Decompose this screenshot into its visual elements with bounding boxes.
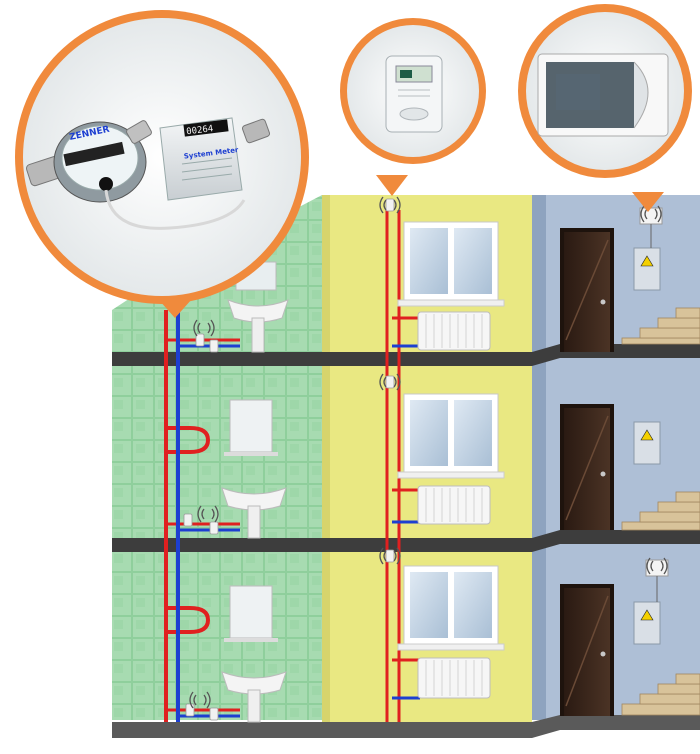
high-voltage-warning-icon [640, 255, 654, 267]
window-floor-1 [397, 221, 505, 307]
mirror [229, 399, 273, 453]
callout-heat-controller [340, 18, 486, 196]
radiator-floor-1 [417, 311, 491, 351]
sink [221, 487, 287, 511]
high-voltage-warning-icon [640, 609, 654, 621]
mirror [229, 585, 273, 639]
door-floor-2 [560, 404, 614, 530]
electrical-panel-floor-3 [633, 557, 669, 645]
window-floor-2 [397, 393, 505, 479]
sink [227, 299, 289, 323]
floor-slab-2 [112, 530, 700, 552]
callout-data-concentrator [518, 4, 692, 212]
bathroom-floor-3 [221, 585, 287, 723]
module-counter: 00264 [186, 124, 214, 137]
floor-slab-1 [112, 344, 700, 366]
floor-slab-3 [112, 715, 700, 738]
door-floor-3 [560, 584, 614, 716]
radiator-floor-2 [417, 485, 491, 525]
data-concentrator-box [537, 53, 669, 137]
high-voltage-warning-icon [640, 429, 654, 441]
system-meter-module: 00264 System Meter [159, 117, 243, 201]
stairs-floor-3 [621, 673, 700, 716]
sink [221, 671, 287, 695]
stairwell-wall [532, 195, 700, 720]
stairs-floor-2 [621, 491, 700, 531]
window-floor-3 [397, 565, 505, 651]
radiator-floor-3 [417, 657, 491, 699]
electrical-panel-floor-2 [633, 421, 661, 465]
heat-controller-device [385, 55, 443, 133]
bathroom-floor-2 [221, 399, 287, 539]
electrical-panel-floor-1 [633, 205, 663, 291]
stairs-floor-1 [621, 307, 700, 345]
callout-water-meter: ZENNER 00264 System Meter [15, 10, 309, 318]
door-floor-1 [560, 228, 614, 352]
heating-riser [385, 210, 420, 722]
water-meter: ZENNER [25, 120, 152, 203]
